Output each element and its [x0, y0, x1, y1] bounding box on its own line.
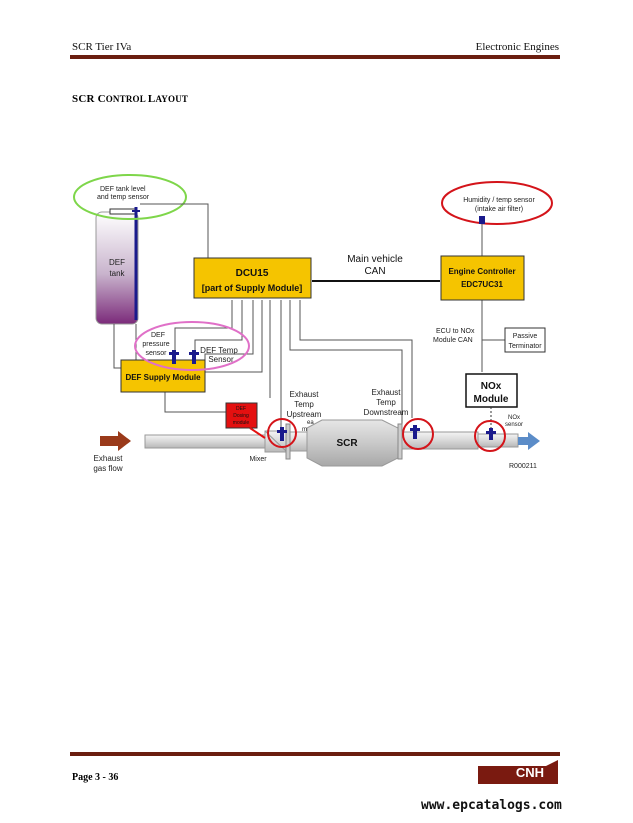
page-number: Page 3 - 36	[72, 772, 119, 783]
engine-controller-label-2: EDC7UC31	[461, 280, 503, 289]
downstream-label-3: Downstream	[364, 408, 409, 417]
def-tank: DEF tank	[95, 211, 139, 325]
upstream-label-2: Temp	[294, 400, 314, 409]
def-supply-module-label: DEF Supply Module	[125, 373, 201, 382]
def-temp-label-2: Sensor	[208, 355, 234, 364]
exhaust-inlet-arrow-icon	[100, 431, 131, 451]
def-supply-sensors-highlight	[134, 321, 250, 371]
downstream-label-2: Temp	[376, 398, 396, 407]
nox-module: NOx Module	[465, 373, 518, 408]
exhaust-outlet-arrow-icon	[518, 432, 540, 450]
header-left: SCR Tier IVa	[72, 41, 132, 53]
def-pressure-sensor-icon	[172, 350, 176, 364]
dcu15-module: DCU15 [part of Supply Module]	[193, 257, 312, 299]
nox-sensor-label-1: NOx	[508, 415, 520, 421]
humidity-sensor-label-1: Humidity / temp sensor	[463, 197, 535, 204]
engine-controller-label-1: Engine Controller	[448, 267, 515, 276]
nox-module-label-1: NOx	[481, 381, 502, 392]
figure-id: R000211	[509, 463, 537, 470]
def-temp-label-1: DEF Temp	[200, 346, 238, 355]
stray-mark-1: ea	[307, 420, 314, 426]
passive-terminator-label-1: Passive	[513, 333, 538, 340]
def-tank-sensor-label-2: and temp sensor	[97, 194, 150, 201]
footer-rule	[70, 752, 560, 756]
passive-terminator-label-2: Terminator	[508, 343, 542, 350]
nox-sensor-highlight	[474, 420, 506, 452]
ecu-nox-can-label-2: Module CAN	[433, 337, 473, 344]
upstream-label-1: Exhaust	[290, 390, 320, 399]
def-tank-sensor-label-1: DEF tank level	[100, 186, 146, 193]
header-right: Electronic Engines	[475, 41, 559, 53]
nox-sensor-label-2: sensor	[505, 422, 523, 428]
nox-module-label-2: Module	[474, 394, 509, 405]
dosing-label-2: Dosing	[233, 413, 249, 419]
exhaust-temp-upstream-icon	[280, 427, 284, 441]
def-pressure-label-3: sensor	[145, 350, 167, 357]
website-url[interactable]: www.epcatalogs.com	[421, 798, 562, 813]
svg-text:CNH: CNH	[516, 765, 544, 780]
downstream-sensor-highlight	[402, 418, 434, 450]
def-pressure-label-1: DEF	[151, 332, 165, 339]
dcu15-sublabel: [part of Supply Module]	[202, 283, 303, 293]
main-vehicle-can-label-2: CAN	[364, 266, 385, 277]
downstream-label-1: Exhaust	[372, 388, 402, 397]
def-tank-label-1: DEF	[109, 258, 125, 267]
def-tank-label-2: tank	[109, 269, 125, 278]
dosing-label-3: module	[233, 420, 250, 426]
dcu15-label: DCU15	[236, 268, 269, 279]
exhaust-flow-label-2: gas flow	[93, 464, 123, 473]
exhaust-temp-downstream-icon	[413, 425, 417, 439]
stray-mark-2: m	[302, 427, 307, 433]
def-supply-module: DEF Supply Module	[120, 359, 206, 393]
upstream-sensor-highlight	[267, 418, 297, 448]
dosing-label-1: DEF	[236, 406, 246, 412]
def-pressure-label-2: pressure	[142, 341, 169, 348]
upstream-label-3: Upstream	[287, 410, 322, 419]
def-tank-sensor-highlight	[73, 174, 187, 220]
main-vehicle-can-label-1: Main vehicle	[347, 254, 403, 265]
humidity-sensor-icon	[479, 216, 485, 224]
humidity-sensor-label-2: (intake air filter)	[475, 206, 523, 213]
ecu-nox-can-label-1: ECU to NOx	[436, 328, 475, 335]
humidity-sensor-highlight	[441, 181, 553, 225]
mixer-label: Mixer	[249, 456, 267, 463]
def-dosing-module	[225, 402, 258, 429]
def-temp-sensor-icon	[192, 350, 196, 364]
cnh-logo: CNH	[478, 760, 558, 784]
engine-controller: Engine Controller EDC7UC31	[440, 255, 525, 301]
exhaust-pipe-inlet	[144, 434, 266, 449]
section-title: SCR CONTROL LAYOUT	[72, 93, 189, 105]
scr-label: SCR	[336, 438, 358, 449]
exhaust-flow-label-1: Exhaust	[94, 454, 124, 463]
header-rule	[70, 55, 560, 59]
passive-terminator: Passive Terminator	[504, 327, 546, 353]
